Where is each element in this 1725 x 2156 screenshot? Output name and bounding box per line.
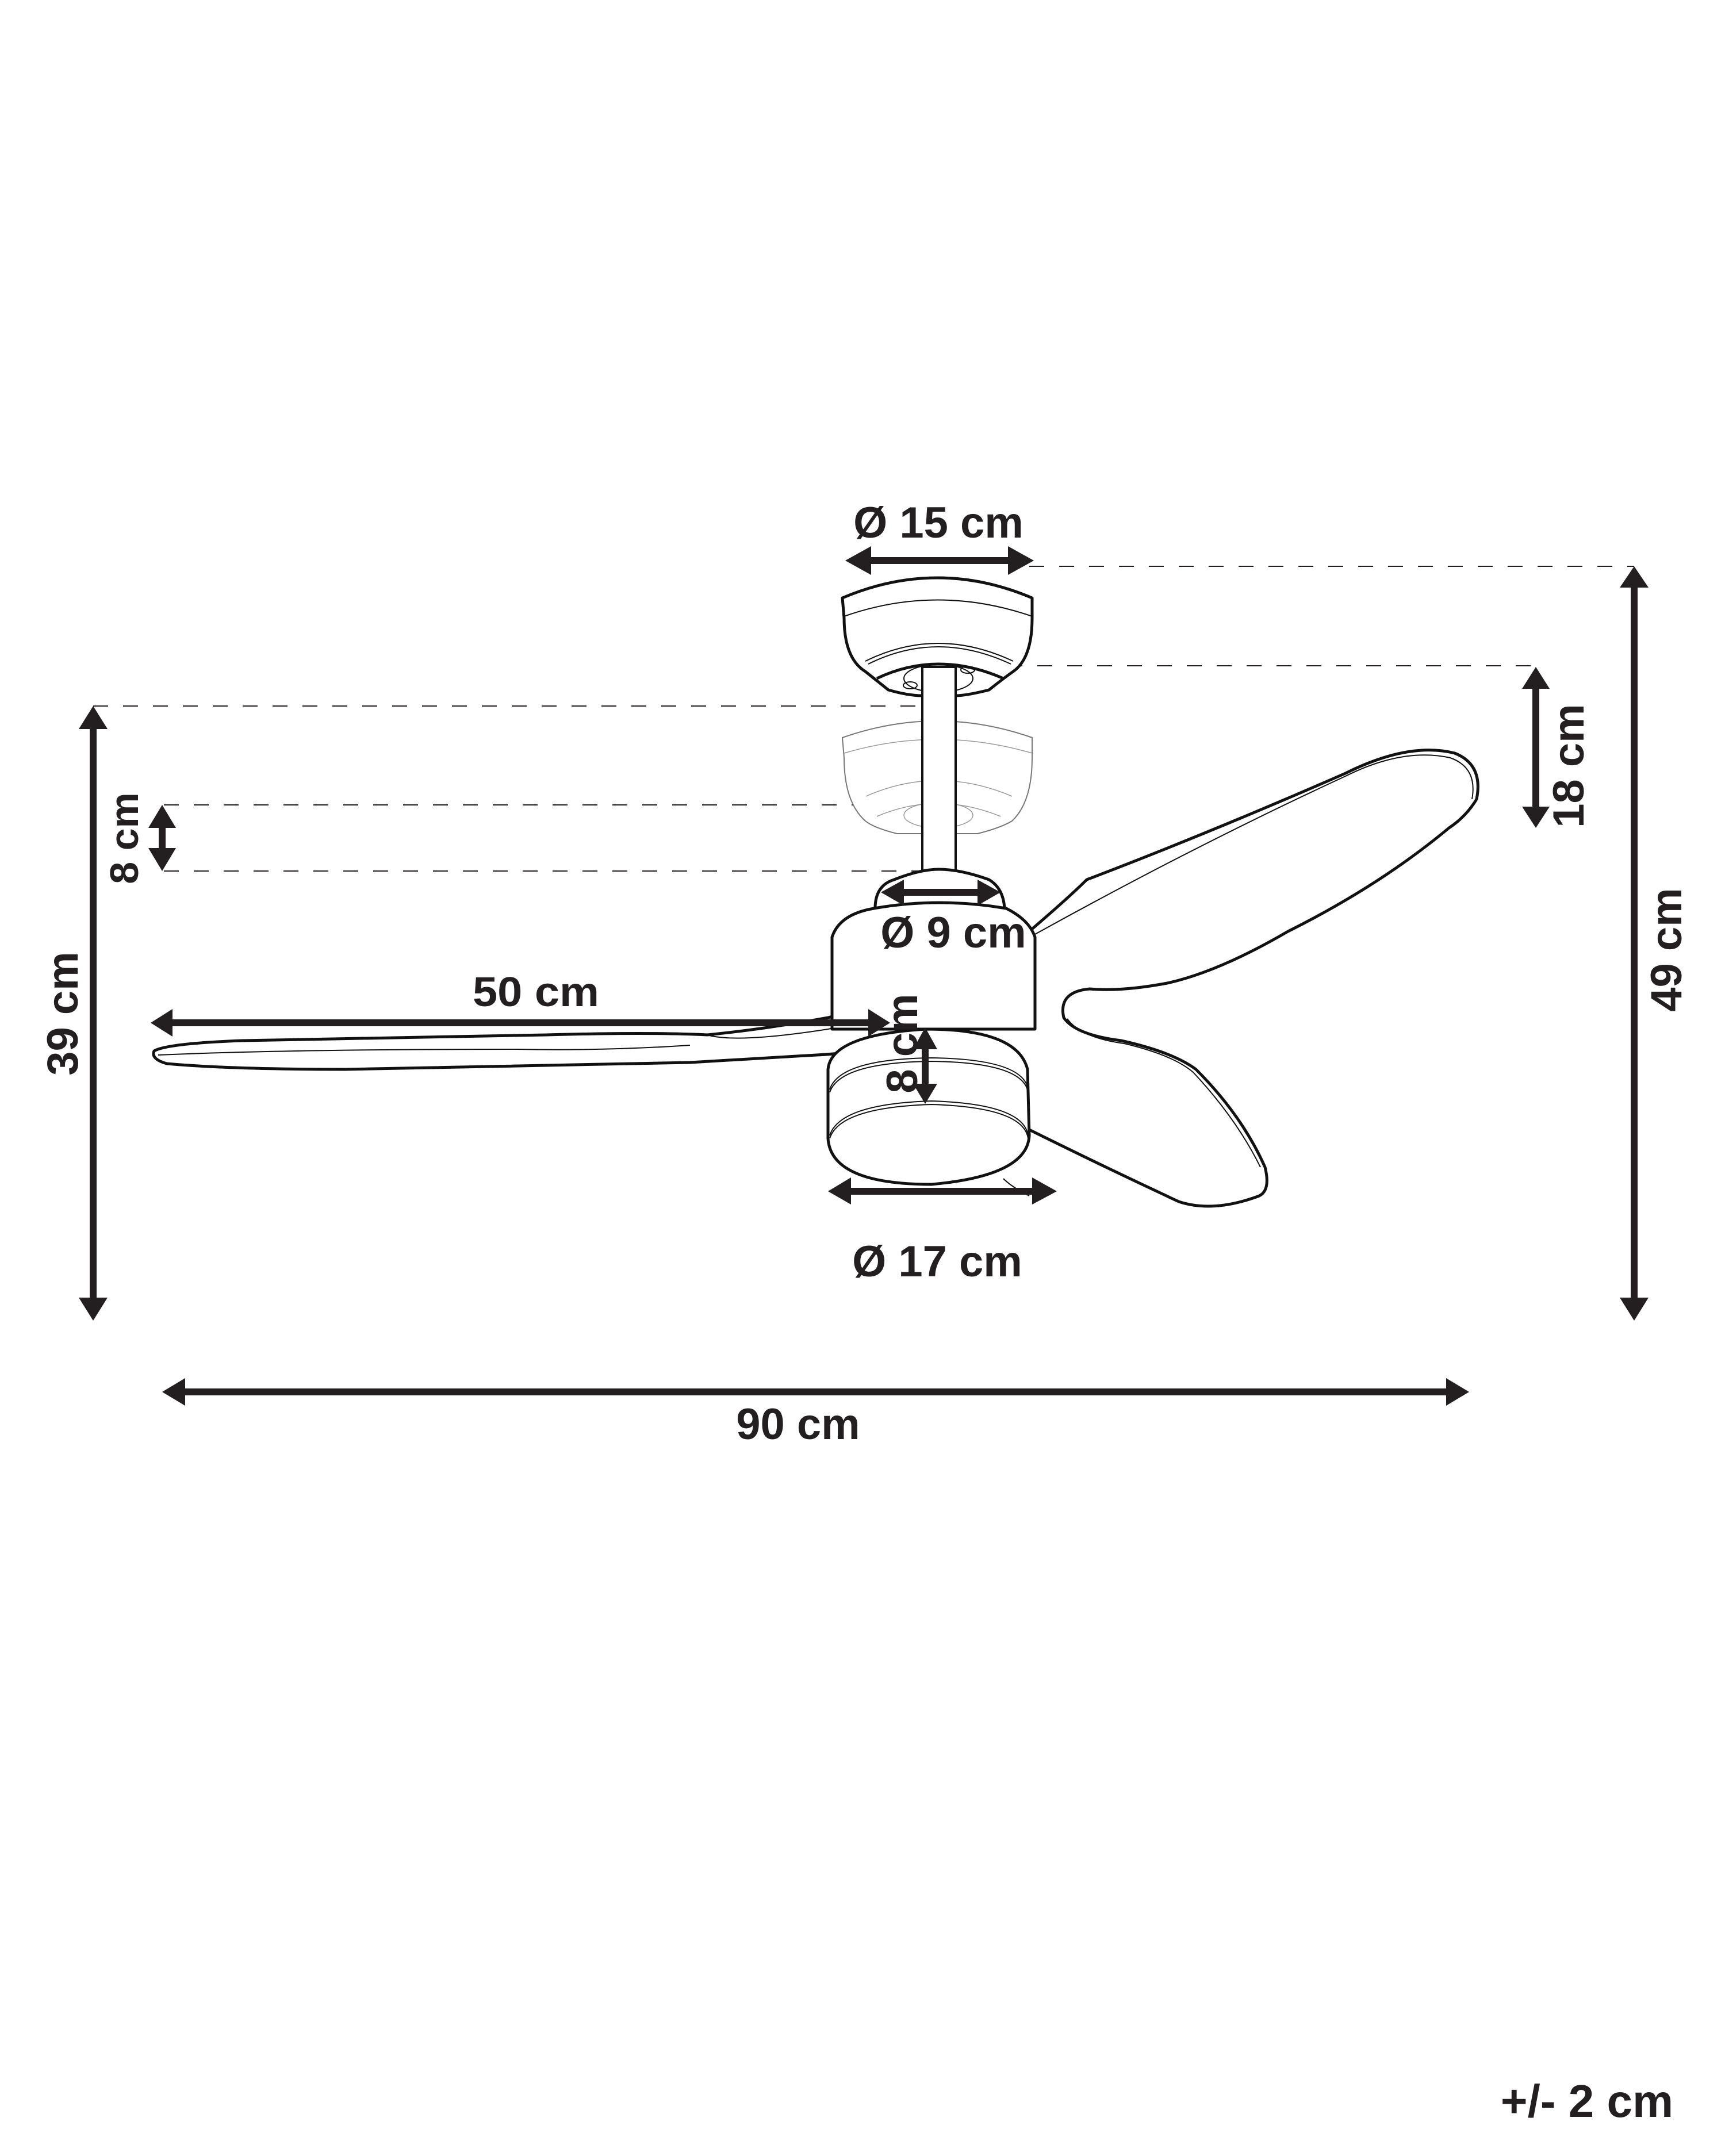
total-width-label: 90 cm: [736, 1400, 860, 1449]
blade-upper-right: [941, 749, 1479, 1208]
motor-upper-housing: [830, 901, 1037, 1031]
max-height-label: 49 cm: [1642, 888, 1691, 1012]
motor-housing: [826, 1027, 1031, 1196]
downrod: [921, 666, 957, 872]
screw-icon: [903, 681, 918, 689]
screw-icon: [960, 666, 975, 674]
dimension-arrows: [79, 546, 1649, 1406]
blade-radius-label: 50 cm: [473, 969, 599, 1015]
motor-diameter-label: Ø 17 cm: [852, 1237, 1022, 1286]
canopy-to-motor-label: 18 cm: [1544, 704, 1593, 828]
min-height-label: 39 cm: [39, 952, 87, 1076]
canopy-diameter-label: Ø 15 cm: [853, 498, 1023, 547]
reference-dashed-lines: [93, 566, 1634, 872]
tolerance-label: +/- 2 cm: [1501, 2076, 1673, 2127]
ceiling-canopy: [841, 576, 1034, 697]
downrod-adjust-label: 8 cm: [102, 792, 147, 884]
collar-diameter-label: Ø 9 cm: [880, 908, 1026, 957]
motor-height-label: 8 cm: [878, 993, 927, 1093]
fan-blades: [152, 749, 1479, 1208]
